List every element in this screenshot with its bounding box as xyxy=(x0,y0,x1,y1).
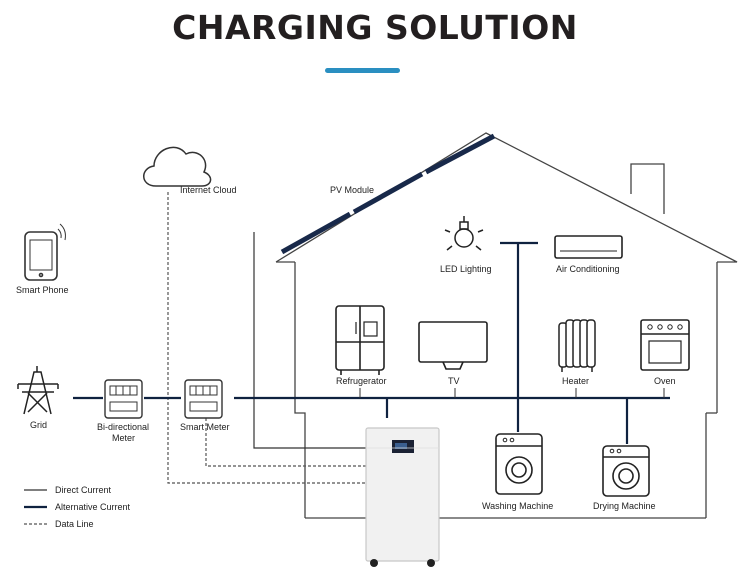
washing-machine-icon xyxy=(495,433,543,495)
data-lines xyxy=(167,192,366,484)
bidirectional-meter-icon xyxy=(104,379,143,419)
oven-icon xyxy=(640,319,690,371)
oven-label: Oven xyxy=(654,376,676,386)
tv-icon xyxy=(418,321,488,370)
air-conditioning-label: Air Conditioning xyxy=(556,264,620,274)
led-lighting-label: LED Lighting xyxy=(440,264,492,274)
legend-direct-current: Direct Current xyxy=(55,485,112,495)
title-underline xyxy=(325,68,400,73)
tv-label: TV xyxy=(448,376,460,386)
battery-cabinet xyxy=(365,427,440,567)
refrigerator-label: Refrugerator xyxy=(336,376,387,386)
washing-machine-label: Washing Machine xyxy=(482,501,553,511)
cloud-icon xyxy=(143,146,212,187)
drying-machine-label: Drying Machine xyxy=(593,501,656,511)
appliance-drops xyxy=(359,388,665,398)
internet-cloud-label: Internet Cloud xyxy=(180,185,237,195)
smart-meter-icon xyxy=(184,379,223,419)
smart-phone-icon xyxy=(24,223,66,281)
page-title: CHARGING SOLUTION xyxy=(172,8,578,47)
heater-label: Heater xyxy=(562,376,589,386)
heater-icon xyxy=(558,319,596,372)
drying-machine-icon xyxy=(602,445,650,497)
grid-tower-icon xyxy=(17,366,59,415)
led-bulb-icon xyxy=(444,216,484,251)
bidirectional-meter-label: Bi-directional xyxy=(97,422,149,432)
air-conditioner-icon xyxy=(554,235,623,259)
grid-label: Grid xyxy=(30,420,47,430)
pv-module-label: PV Module xyxy=(330,185,374,195)
ac-lines xyxy=(73,241,670,444)
legend-alternative-current: Alternative Current xyxy=(55,502,131,512)
pv-module xyxy=(280,133,496,255)
smart-phone-label: Smart Phone xyxy=(16,285,69,295)
legend: Direct Current Alternative Current Data … xyxy=(24,485,131,529)
dc-line-pv xyxy=(253,232,366,449)
refrigerator-icon xyxy=(335,305,385,375)
bidirectional-meter-label-2: Meter xyxy=(112,433,135,443)
legend-data-line: Data Line xyxy=(55,519,94,529)
smart-meter-label: Smart Meter xyxy=(180,422,230,432)
